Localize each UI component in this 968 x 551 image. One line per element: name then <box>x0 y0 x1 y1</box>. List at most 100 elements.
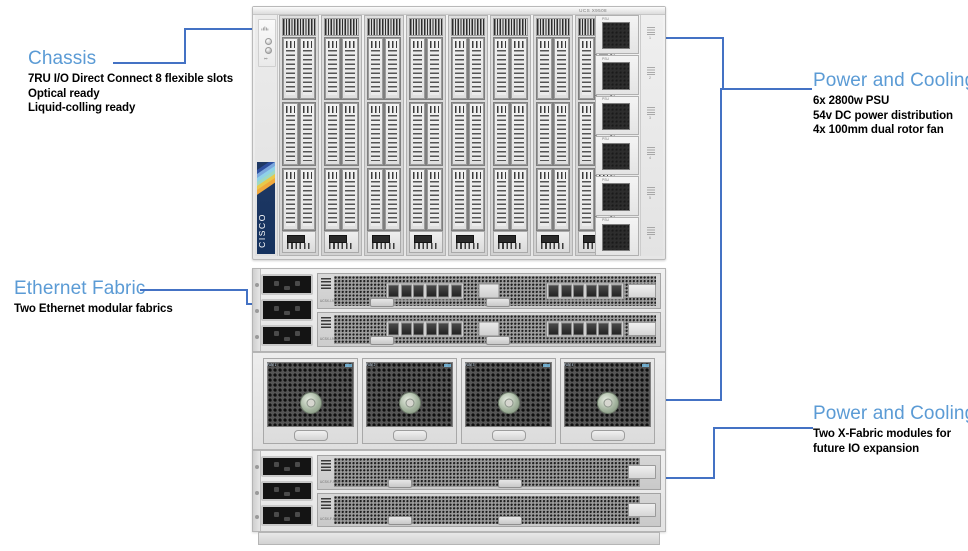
network-port[interactable] <box>388 322 399 336</box>
drive-bay[interactable] <box>325 38 341 100</box>
fan-handle[interactable] <box>491 430 526 441</box>
xfabric-module[interactable]: UCSX-F-9416 <box>317 492 661 527</box>
xfabric-right-ejector[interactable] <box>628 502 656 517</box>
xfabric-ejector-handle[interactable] <box>498 516 522 525</box>
drive-bay[interactable] <box>578 38 594 100</box>
network-port[interactable] <box>425 322 437 336</box>
drive-bay[interactable] <box>300 168 316 230</box>
drive-bay[interactable] <box>384 168 400 230</box>
power-inlet[interactable] <box>261 480 313 502</box>
drive-bay[interactable] <box>578 168 594 230</box>
drive-bay[interactable] <box>283 38 299 100</box>
xfabric-ejector-handle[interactable] <box>498 478 522 488</box>
drive-bay[interactable] <box>426 38 442 100</box>
power-inlet[interactable] <box>261 505 313 527</box>
drive-bay[interactable] <box>409 38 425 100</box>
fan-module[interactable]: FAN 4 <box>560 358 655 444</box>
xfabric-right-ejector[interactable] <box>628 465 656 480</box>
fan-handle[interactable] <box>293 430 328 441</box>
fabric-port-bank-left[interactable] <box>386 320 464 338</box>
network-port[interactable] <box>548 322 559 336</box>
fan-module[interactable]: FAN 1 <box>263 358 358 444</box>
network-port[interactable] <box>450 284 462 298</box>
drive-bay[interactable] <box>536 103 552 165</box>
network-port[interactable] <box>388 284 399 298</box>
fabric-port-bank-left[interactable] <box>386 282 464 300</box>
blade-slot[interactable]: 1 <box>279 15 320 256</box>
drive-bay[interactable] <box>409 168 425 230</box>
drive-bay[interactable] <box>469 168 485 230</box>
network-port[interactable] <box>598 322 609 336</box>
drive-bay[interactable] <box>283 168 299 230</box>
drive-bay[interactable] <box>536 38 552 100</box>
fabric-right-ejector[interactable] <box>628 283 656 298</box>
drive-bay[interactable] <box>342 168 358 230</box>
drive-bay[interactable] <box>553 168 569 230</box>
power-inlet[interactable] <box>261 299 313 321</box>
power-button-icon[interactable] <box>264 38 272 45</box>
network-port[interactable] <box>610 322 622 336</box>
fabric-port-bank-right[interactable] <box>546 320 624 338</box>
power-inlet[interactable] <box>261 324 313 346</box>
psu-bay[interactable]: PSU <box>595 216 639 256</box>
network-port[interactable] <box>413 322 424 336</box>
fabric-ejector-handle[interactable] <box>486 336 510 345</box>
blade-slot[interactable]: 6 <box>490 15 531 256</box>
drive-bay[interactable] <box>367 103 383 165</box>
drive-bay[interactable] <box>300 103 316 165</box>
network-port[interactable] <box>598 284 609 298</box>
xfabric-ejector-handle[interactable] <box>388 516 412 525</box>
drive-bay[interactable] <box>452 103 468 165</box>
fabric-right-ejector[interactable] <box>628 322 656 337</box>
network-port[interactable] <box>585 322 597 336</box>
drive-bay[interactable] <box>511 38 527 100</box>
drive-bay[interactable] <box>553 103 569 165</box>
drive-bay[interactable] <box>511 103 527 165</box>
network-port[interactable] <box>438 322 449 336</box>
psu-bay[interactable]: PSU <box>595 95 639 135</box>
blade-slot[interactable]: 2 <box>321 15 362 256</box>
blade-slot[interactable]: 8 <box>574 15 615 256</box>
drive-bay[interactable] <box>367 38 383 100</box>
drive-bay[interactable] <box>367 168 383 230</box>
drive-bay[interactable] <box>553 38 569 100</box>
network-port[interactable] <box>400 284 412 298</box>
network-port[interactable] <box>548 284 559 298</box>
fan-module[interactable]: FAN 3 <box>461 358 556 444</box>
drive-bay[interactable] <box>300 38 316 100</box>
network-port[interactable] <box>585 284 597 298</box>
drive-bay[interactable] <box>384 103 400 165</box>
network-port[interactable] <box>560 322 572 336</box>
fan-handle[interactable] <box>392 430 427 441</box>
blade-slot[interactable]: 3 <box>363 15 404 256</box>
drive-bay[interactable] <box>452 38 468 100</box>
fabric-ejector-handle[interactable] <box>370 297 394 307</box>
fan-module[interactable]: FAN 2 <box>362 358 457 444</box>
network-port[interactable] <box>610 284 622 298</box>
drive-bay[interactable] <box>494 38 510 100</box>
network-port[interactable] <box>425 284 437 298</box>
blade-slot[interactable]: 4 <box>405 15 446 256</box>
drive-bay[interactable] <box>325 103 341 165</box>
psu-bay[interactable]: PSU <box>595 135 639 176</box>
drive-bay[interactable] <box>409 103 425 165</box>
network-port[interactable] <box>450 322 462 336</box>
network-port[interactable] <box>413 284 424 298</box>
fabric-ejector-handle[interactable] <box>486 297 510 307</box>
drive-bay[interactable] <box>452 168 468 230</box>
drive-bay[interactable] <box>283 103 299 165</box>
network-port[interactable] <box>573 322 584 336</box>
drive-bay[interactable] <box>426 103 442 165</box>
xfabric-module[interactable]: UCSX-F-9416 <box>317 455 661 490</box>
network-port[interactable] <box>438 284 449 298</box>
drive-bay[interactable] <box>342 103 358 165</box>
ethernet-fabric-module[interactable]: UCSX-I-9108 <box>317 311 661 347</box>
network-port[interactable] <box>573 284 584 298</box>
fabric-port-bank-right[interactable] <box>546 282 624 300</box>
blade-slot[interactable]: 7 <box>532 15 573 256</box>
blade-slot[interactable]: 5 <box>448 15 489 256</box>
fan-handle[interactable] <box>590 430 625 441</box>
drive-bay[interactable] <box>342 38 358 100</box>
drive-bay[interactable] <box>426 168 442 230</box>
drive-bay[interactable] <box>384 38 400 100</box>
